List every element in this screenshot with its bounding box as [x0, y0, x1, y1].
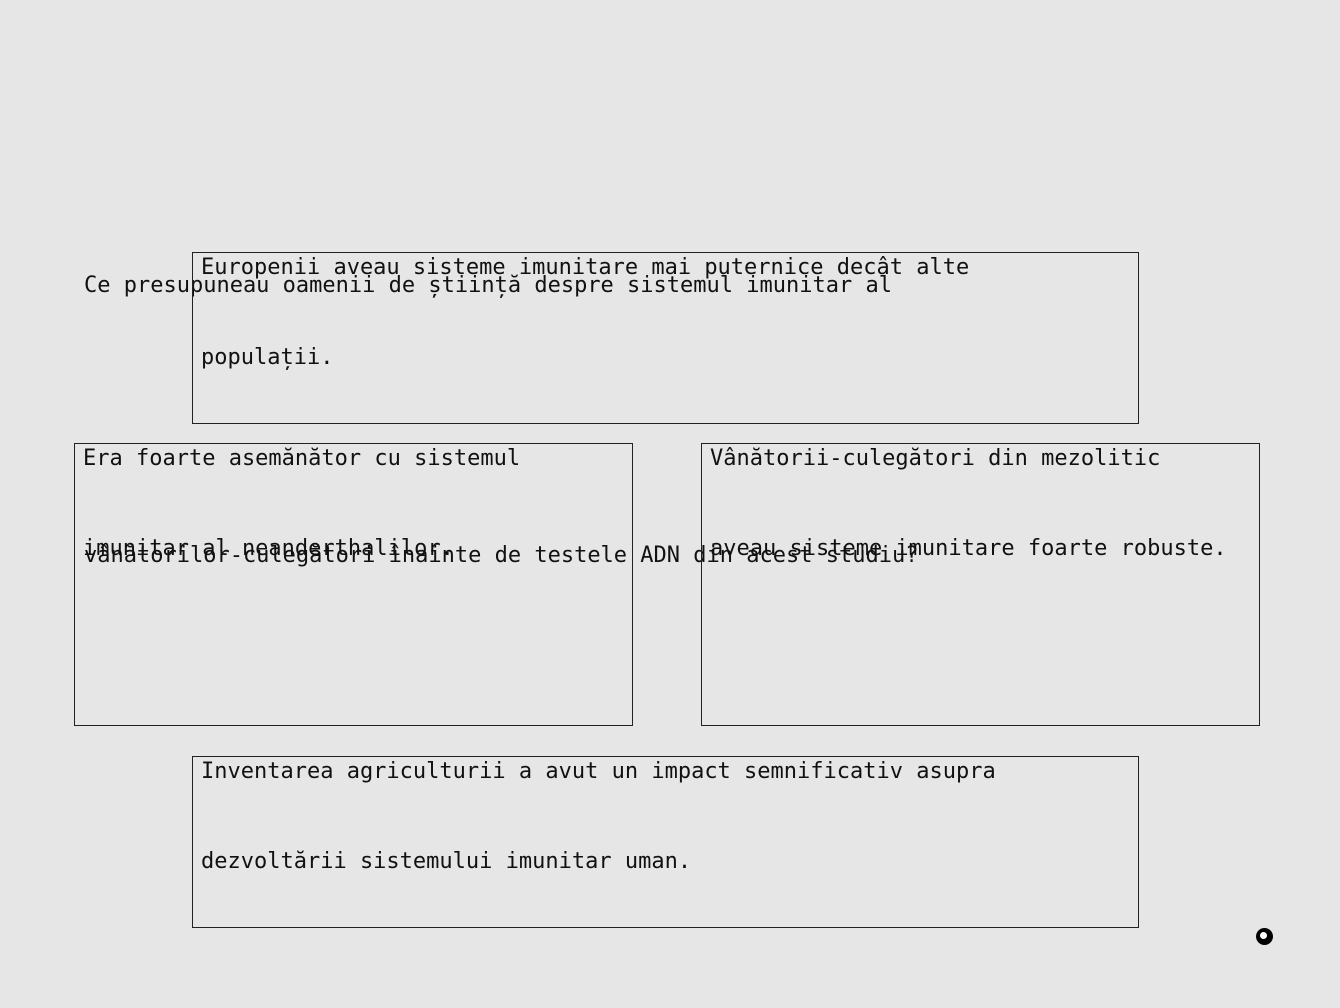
- answer-option-c-line-2: aveau sisteme imunitare foarte robuste.: [710, 536, 1227, 561]
- question-text: Ce presupuneau oamenii de știință despre…: [84, 82, 1084, 712]
- circle-cursor-icon: [1256, 928, 1273, 945]
- answer-option-a-line-2: populații.: [201, 345, 334, 370]
- answer-option-a-line-1: Europenii aveau sisteme imunitare mai pu…: [201, 255, 970, 280]
- answer-option-a[interactable]: Europenii aveau sisteme imunitare mai pu…: [192, 252, 1139, 424]
- answer-option-d[interactable]: Inventarea agriculturii a avut un impact…: [192, 756, 1139, 928]
- answer-option-b-line-2: imunitar al neanderthalilor.: [83, 536, 454, 561]
- answer-option-b-line-1: Era foarte asemănător cu sistemul: [83, 446, 521, 471]
- answer-option-c[interactable]: Vânătorii-culegători din mezolitic aveau…: [701, 443, 1260, 726]
- question-line-2: vânătorilor-culegători înainte de testel…: [84, 543, 919, 568]
- answer-option-d-line-1: Inventarea agriculturii a avut un impact…: [201, 759, 996, 784]
- question-line-1: Ce presupuneau oamenii de știință despre…: [84, 273, 892, 298]
- answer-option-d-line-2: dezvoltării sistemului imunitar uman.: [201, 849, 692, 874]
- answer-option-b[interactable]: Era foarte asemănător cu sistemul imunit…: [74, 443, 633, 726]
- answer-option-c-line-1: Vânătorii-culegători din mezolitic: [710, 446, 1161, 471]
